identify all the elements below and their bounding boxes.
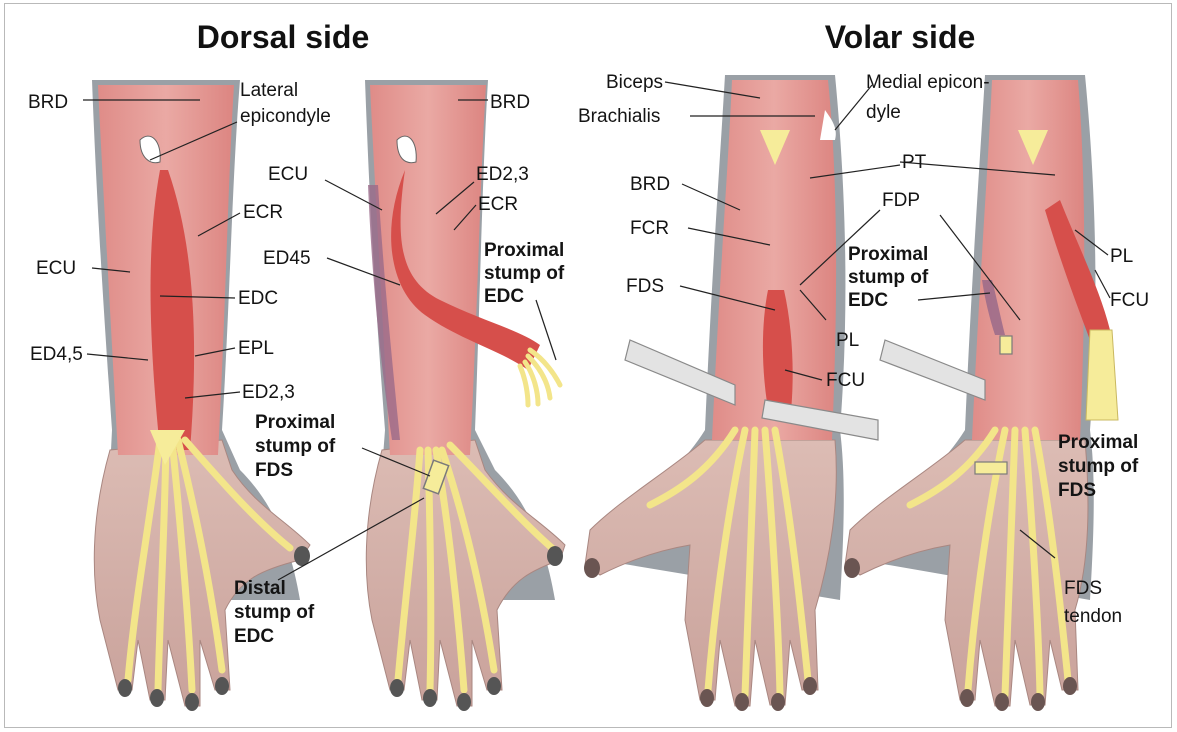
label-fcu: FCU xyxy=(826,370,865,391)
label-proximal-stump-edc-line2: stump of xyxy=(484,263,565,284)
label-proximal-stump-fds-line1: Proximal xyxy=(1058,432,1138,453)
label-fds-tendon-line1: FDS xyxy=(1064,578,1102,599)
label-distal-stump-edc-line3: EDC xyxy=(234,626,274,647)
label-brd: BRD xyxy=(28,92,68,113)
label-proximal-stump-fds-line3: FDS xyxy=(255,460,293,481)
dorsal-arm-repair xyxy=(365,80,565,711)
label-ecu: ECU xyxy=(36,258,76,279)
label-proximal-stump-edc-line2: stump of xyxy=(848,267,929,288)
label-fcr: FCR xyxy=(630,218,669,239)
label-distal-stump-edc-line2: stump of xyxy=(234,602,315,623)
label-ed23: ED2,3 xyxy=(242,382,295,403)
label-brd: BRD xyxy=(630,174,670,195)
label-medial-epicondyle-line2: dyle xyxy=(866,102,901,123)
label-distal-stump-edc-line1: Distal xyxy=(234,578,286,599)
label-lateral-epicondyle-line2: epicondyle xyxy=(240,106,331,127)
label-proximal-stump-edc-line1: Proximal xyxy=(848,244,928,265)
label-ecr: ECR xyxy=(478,194,518,215)
label-medial-epicondyle-line1: Medial epicon- xyxy=(866,72,990,93)
label-proximal-stump-fds-line3: FDS xyxy=(1058,480,1096,501)
label-proximal-stump-fds-line2: stump of xyxy=(1058,456,1139,477)
label-proximal-stump-edc-line3: EDC xyxy=(484,286,524,307)
label-ecu: ECU xyxy=(268,164,308,185)
hand-skin xyxy=(845,440,1088,706)
label-pt: PT xyxy=(902,152,927,173)
label-lateral-epicondyle-line1: Lateral xyxy=(240,80,298,101)
label-brachialis: Brachialis xyxy=(578,106,660,127)
label-fdp: FDP xyxy=(882,190,920,211)
label-fcu: FCU xyxy=(1110,290,1149,311)
heading-dorsal-side: Dorsal side xyxy=(197,19,370,55)
label-brd: BRD xyxy=(490,92,530,113)
label-epl: EPL xyxy=(238,338,274,359)
label-edc: EDC xyxy=(238,288,278,309)
label-ecr: ECR xyxy=(243,202,283,223)
label-ed23: ED2,3 xyxy=(476,164,529,185)
label-ed45: ED4,5 xyxy=(30,344,83,365)
label-biceps: Biceps xyxy=(606,72,663,93)
volar-arm-intact xyxy=(584,75,878,711)
label-fds-tendon-line2: tendon xyxy=(1064,606,1122,627)
label-ed45: ED45 xyxy=(263,248,311,269)
label-pl: PL xyxy=(1110,246,1133,267)
label-proximal-stump-edc-line3: EDC xyxy=(848,290,888,311)
label-proximal-stump-edc-line1: Proximal xyxy=(484,240,564,261)
label-pl: PL xyxy=(836,330,859,351)
label-fds: FDS xyxy=(626,276,664,297)
label-proximal-stump-fds-line1: Proximal xyxy=(255,412,335,433)
label-proximal-stump-fds-line2: stump of xyxy=(255,436,336,457)
heading-volar-side: Volar side xyxy=(825,19,976,55)
